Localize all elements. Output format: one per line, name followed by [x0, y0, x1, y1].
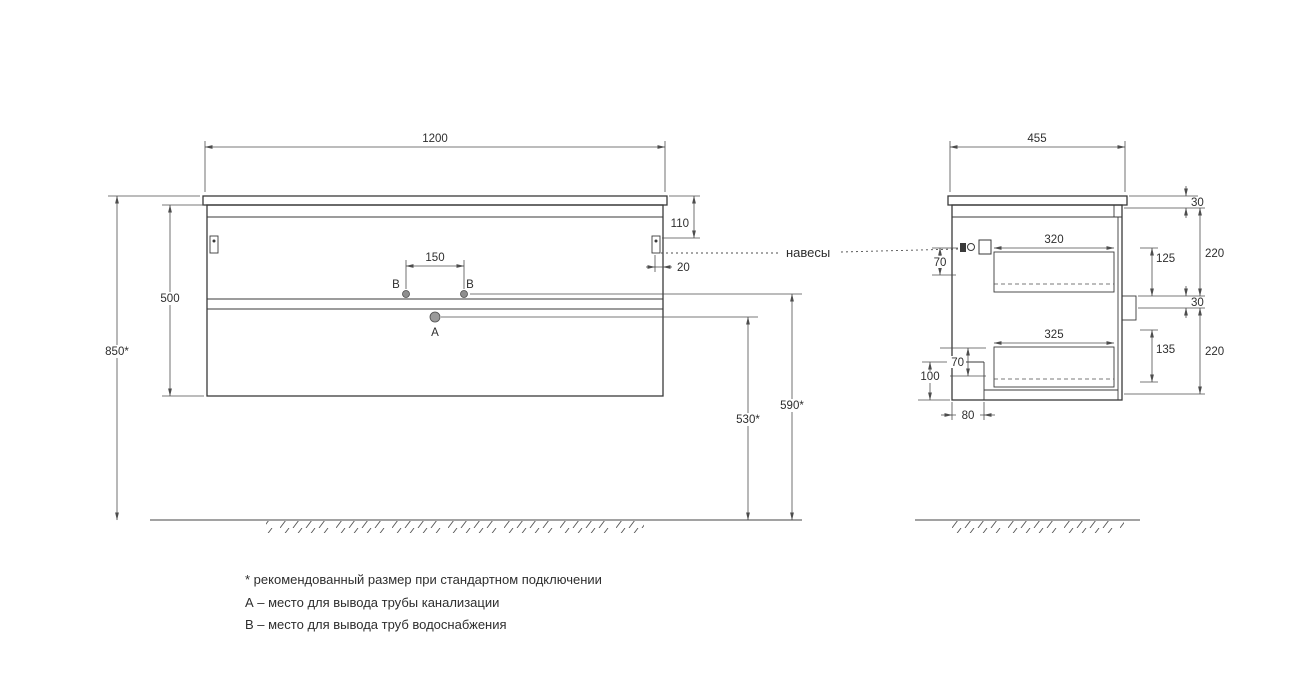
hole-a — [429, 311, 441, 323]
ground-hatch-left — [266, 521, 644, 533]
label-b-right: B — [466, 279, 474, 291]
footnotes: * рекомендованный размер при стандартном… — [245, 572, 602, 632]
dim-faucet-spacing: 150 — [425, 252, 444, 264]
dim-hanger-inset: 20 — [677, 262, 690, 274]
ground-lines — [150, 519, 1140, 533]
wall-hanger-right-icon — [651, 235, 661, 254]
drawer-box-bottom — [993, 346, 1115, 388]
side-wall-hanger-icon — [960, 239, 992, 255]
dim-100: 100 — [920, 371, 939, 383]
dim-top-rail: 30 — [1191, 197, 1204, 209]
dim-125: 125 — [1156, 253, 1175, 265]
pipe-holes — [402, 290, 468, 323]
ground-hatch-right — [950, 521, 1124, 533]
side-dimension-lines — [918, 141, 1205, 420]
front-countertop — [202, 195, 668, 206]
dim-service-gap: 80 — [962, 410, 975, 422]
dim-body-height: 500 — [160, 293, 179, 305]
dim-front-width: 1200 — [422, 133, 448, 145]
wall-hanger-left-icon — [209, 235, 219, 254]
dim-drawer-depth-bottom: 325 — [1044, 329, 1063, 341]
dim-total-height: 850* — [105, 346, 129, 358]
dim-side-depth: 455 — [1027, 133, 1046, 145]
dim-drawer-depth-top: 320 — [1044, 234, 1063, 246]
dim-hanger-drop: 110 — [671, 218, 689, 230]
dim-70-top: 70 — [934, 257, 947, 269]
hole-b-left — [402, 290, 410, 298]
mid-rail-tab — [1121, 295, 1137, 321]
dim-mid-rail: 30 — [1191, 297, 1204, 309]
hole-b-right — [460, 290, 468, 298]
dim-70-bottom: 70 — [951, 357, 964, 369]
side-view-outline — [947, 195, 1137, 401]
label-b-left: B — [392, 279, 400, 291]
front-cabinet-body — [206, 204, 664, 397]
front-dimension-lines — [108, 141, 802, 521]
side-dimension-texts: 455 30 320 125 220 70 30 325 135 220 100… — [916, 133, 1224, 422]
hangers-callout-leader — [661, 248, 959, 254]
front-view-outline — [202, 195, 668, 397]
front-dimension-texts: 1200 110 20 150 500 850* 530* 590* B B A… — [101, 133, 830, 426]
label-a: A — [431, 327, 439, 339]
dim-drain-height: 530* — [736, 414, 760, 426]
footnote-a-drain: А – место для вывода трубы канализации — [245, 595, 499, 610]
hangers-callout: навесы — [786, 245, 830, 260]
footnote-recommended-size: * рекомендованный размер при стандартном… — [245, 572, 602, 587]
footnote-b-water: В – место для вывода труб водоснабжения — [245, 617, 507, 632]
front-wall-hangers — [209, 235, 661, 254]
side-countertop — [947, 195, 1128, 206]
dim-drawer-front-bottom: 220 — [1205, 346, 1224, 358]
dim-supply-height: 590* — [780, 400, 804, 412]
side-cabinet-body — [951, 204, 1123, 401]
dim-135: 135 — [1156, 344, 1175, 356]
drawer-box-top — [993, 251, 1115, 293]
dim-drawer-front-top: 220 — [1205, 248, 1224, 260]
